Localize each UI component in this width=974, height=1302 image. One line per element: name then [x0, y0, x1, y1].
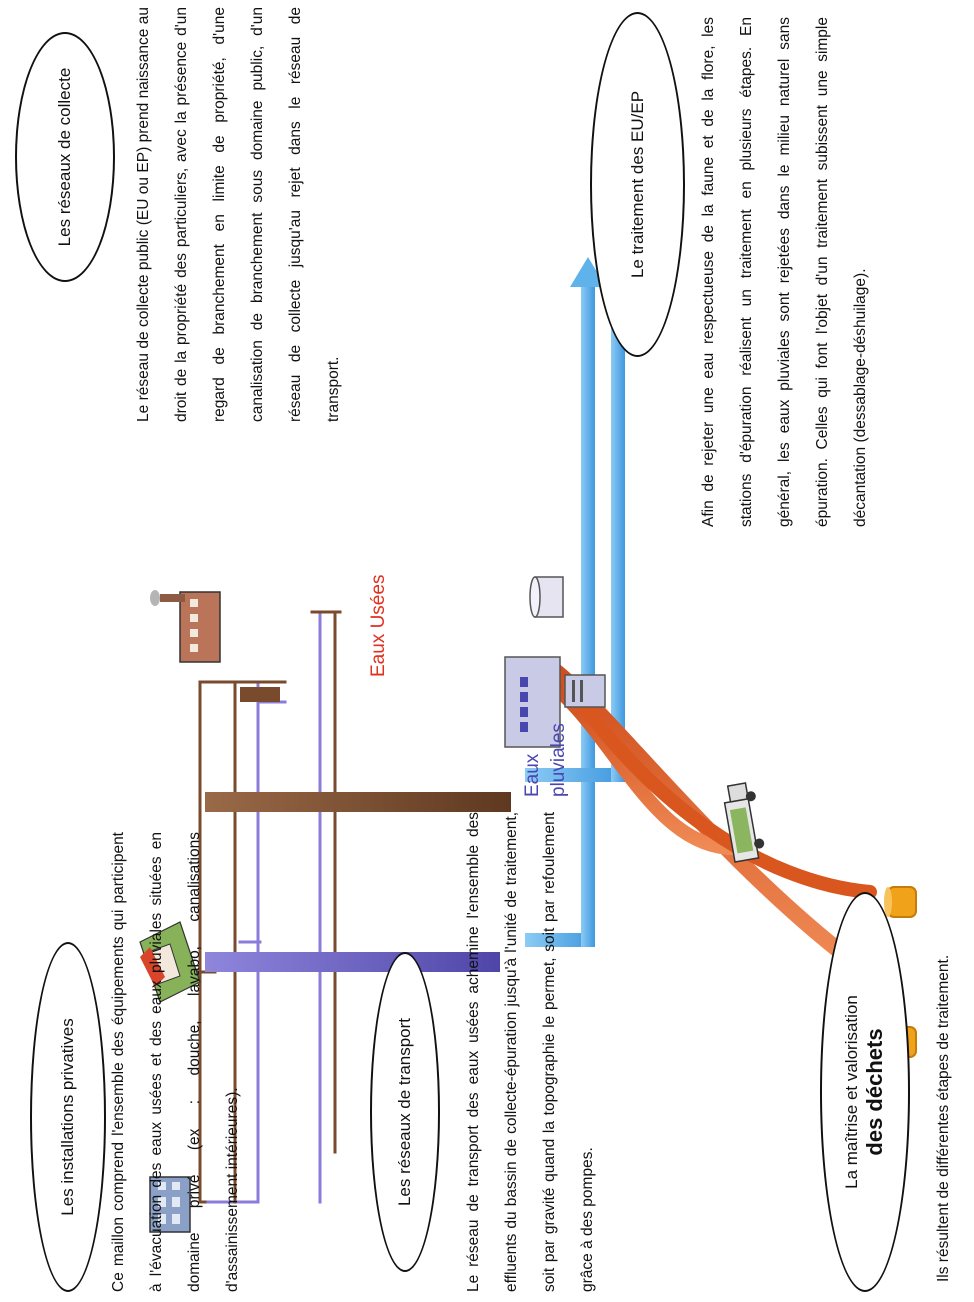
eaux-usees-label: Eaux Usées — [368, 574, 389, 677]
eaux-usees-main-pipe — [205, 792, 511, 812]
collection-networks-title: Les réseaux de collecte — [15, 32, 115, 282]
treatment-title: Le traitement des EU/EP — [590, 12, 685, 357]
waste-management-text: Ils résultent de différentes étapes de t… — [935, 954, 952, 1282]
treated-water-outflows — [525, 257, 636, 947]
apartment-building-icon — [149, 1176, 191, 1233]
eaux-pluviales-label: Eaux pluviales — [520, 723, 572, 797]
pretreatment-unit-icon — [564, 674, 606, 708]
treated-water-vertical-2 — [525, 768, 625, 782]
private-installations-title: Les installations privatives — [30, 942, 106, 1292]
collection-networks-text: Le réseau de collecte public (EU ou EP) … — [135, 7, 342, 422]
waste-container-icon — [884, 886, 917, 918]
private-installations-text: Ce maillon comprend l'ensemble des équip… — [110, 832, 241, 1292]
waste-truck-icon — [723, 782, 765, 863]
factory-icon — [150, 590, 221, 663]
sludge-path-3 — [563, 680, 877, 899]
private-branch-pipes — [188, 610, 342, 1204]
storage-tank-icon — [529, 576, 564, 618]
house-icon — [139, 921, 201, 1003]
treated-water-pipe-2 — [611, 287, 625, 782]
treatment-text: Afin de rejeter une eau respectueuse de … — [700, 17, 869, 527]
transport-networks-text: Le réseau de transport des eaux usées ac… — [465, 812, 596, 1292]
eu-branch-factory — [240, 687, 280, 702]
eaux-pluviales-label-line1: Eaux — [522, 753, 543, 797]
treated-water-vertical-1 — [525, 933, 595, 947]
transport-networks-title: Les réseaux de transport — [370, 952, 440, 1272]
waste-management-title: La maîtrise et valorisation des déchets — [820, 892, 910, 1292]
eaux-pluviales-label-line2: pluviales — [548, 723, 569, 797]
treatment-plant-icon — [504, 656, 561, 748]
eaux-pluviales-main-pipe — [205, 952, 500, 972]
